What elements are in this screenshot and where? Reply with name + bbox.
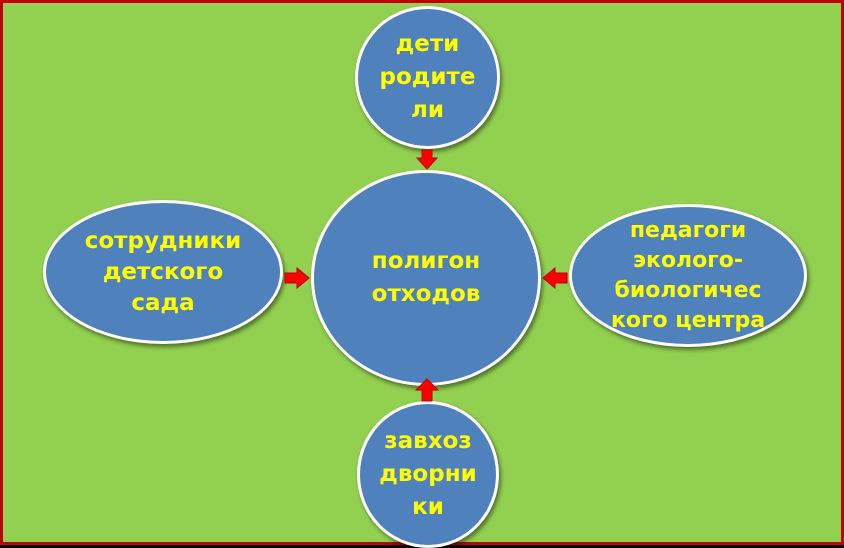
node-label-kindergarten-staff: сотрудники детского сада [84,227,242,316]
arrow-up-icon [414,378,440,402]
participant-node-children-parents: дети родите ли [355,6,500,149]
node-label-eco-bio-teachers: педагоги эколого- биологичес кого центра [610,217,766,333]
node-label-waste-site: полигон отходов [371,248,481,307]
participant-node-eco-bio-teachers: педагоги эколого- биологичес кого центра [569,204,807,347]
node-label-children-parents: дети родите ли [379,31,476,123]
arrow-left-icon [542,266,568,290]
center-node-waste-site: полигон отходов [311,170,541,386]
participant-node-kindergarten-staff: сотрудники детского сада [43,200,283,344]
arrow-down-icon [415,149,439,170]
arrow-right-icon [284,266,310,290]
node-label-caretaker-janitors: завхоз дворни ки [379,428,477,520]
participant-node-caretaker-janitors: завхоз дворни ки [357,401,499,548]
